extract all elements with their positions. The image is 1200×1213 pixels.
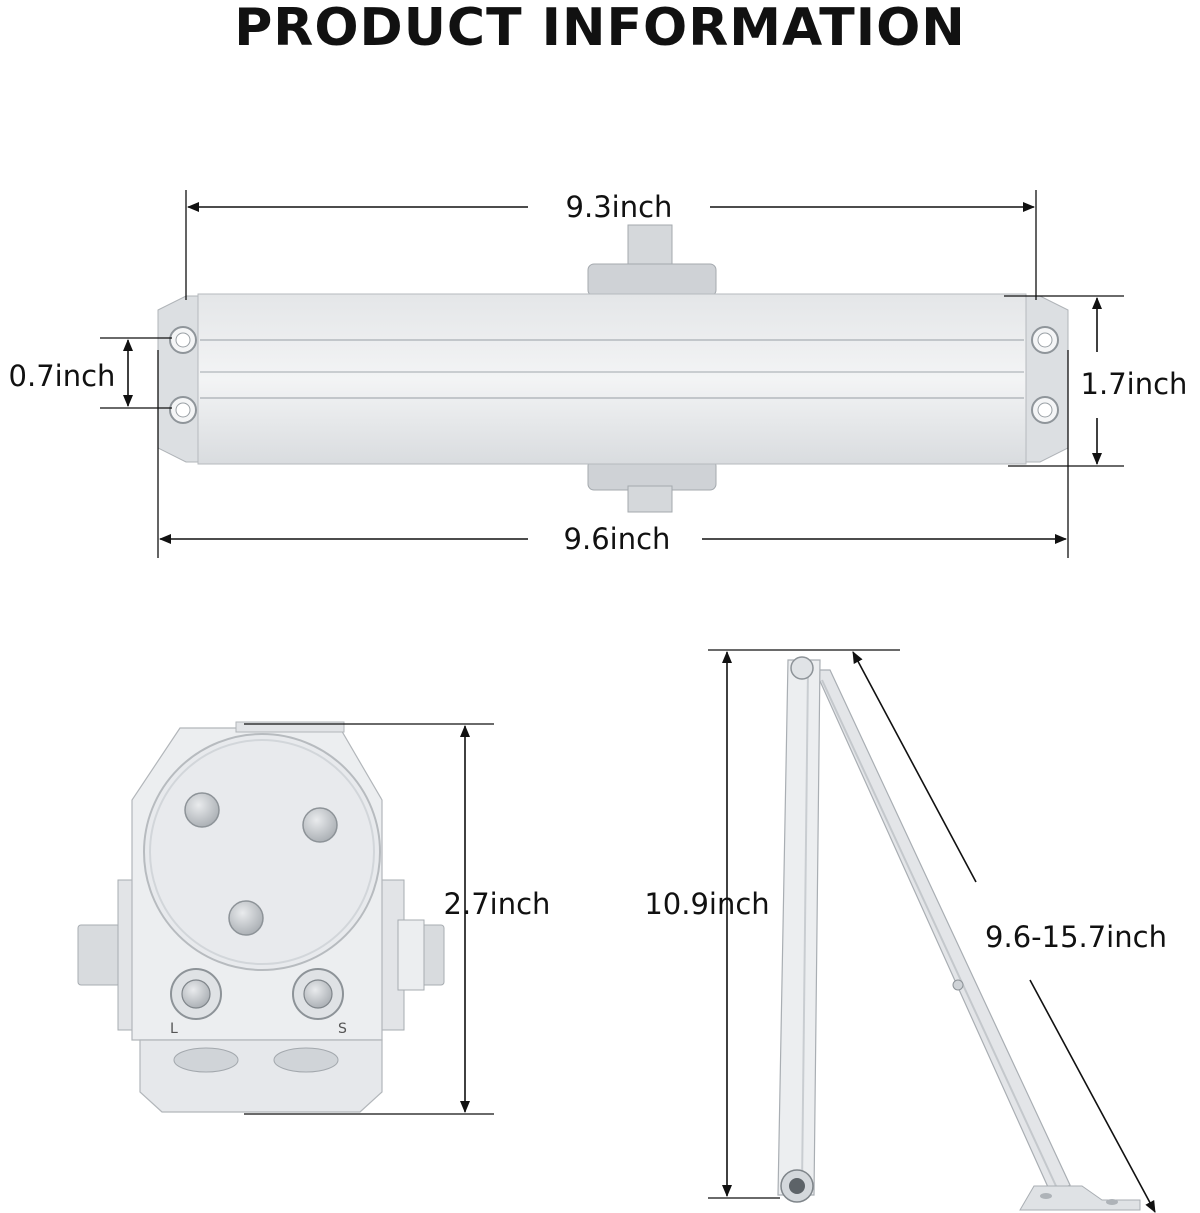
hole-spacing-label: 0.7inch: [9, 359, 116, 393]
dimension-bottom-width: 9.6inch: [157, 350, 1069, 558]
valve-label-left: L: [170, 1021, 178, 1037]
dimension-arm-height: 10.9inch: [644, 649, 900, 1199]
arm-height-label: 10.9inch: [644, 887, 769, 921]
side-height-label: 2.7inch: [444, 887, 551, 921]
closer-top-view: 9.3inch 9.6inch 0.7inch 1.7inch: [9, 190, 1188, 558]
bottom-spindle: [587, 459, 717, 513]
dimension-hole-spacing: 0.7inch: [9, 337, 172, 409]
top-width-label: 9.3inch: [566, 190, 673, 224]
dimension-body-height: 1.7inch: [1004, 295, 1188, 467]
valve-label-right: S: [338, 1021, 347, 1037]
closer-body: [197, 293, 1027, 465]
mounting-holes: [169, 326, 1059, 424]
body-height-label: 1.7inch: [1081, 367, 1188, 401]
right-end-plate: [1023, 295, 1069, 463]
dimension-side-height: 2.7inch: [244, 723, 551, 1115]
top-spindle: [587, 224, 717, 297]
arm-assembly: 10.9inch 9.6-15.7inch: [644, 649, 1167, 1213]
dimension-arm-length: 9.6-15.7inch: [852, 651, 1167, 1213]
adjustment-valves: L S: [170, 968, 347, 1037]
closer-side-view: L S 2.7inch: [77, 721, 551, 1115]
bottom-width-label: 9.6inch: [564, 522, 671, 556]
left-end-plate: [157, 295, 203, 463]
page-title: PRODUCT INFORMATION: [234, 0, 966, 58]
dimension-top-width: 9.3inch: [185, 190, 1037, 300]
arm-length-label: 9.6-15.7inch: [985, 920, 1167, 954]
